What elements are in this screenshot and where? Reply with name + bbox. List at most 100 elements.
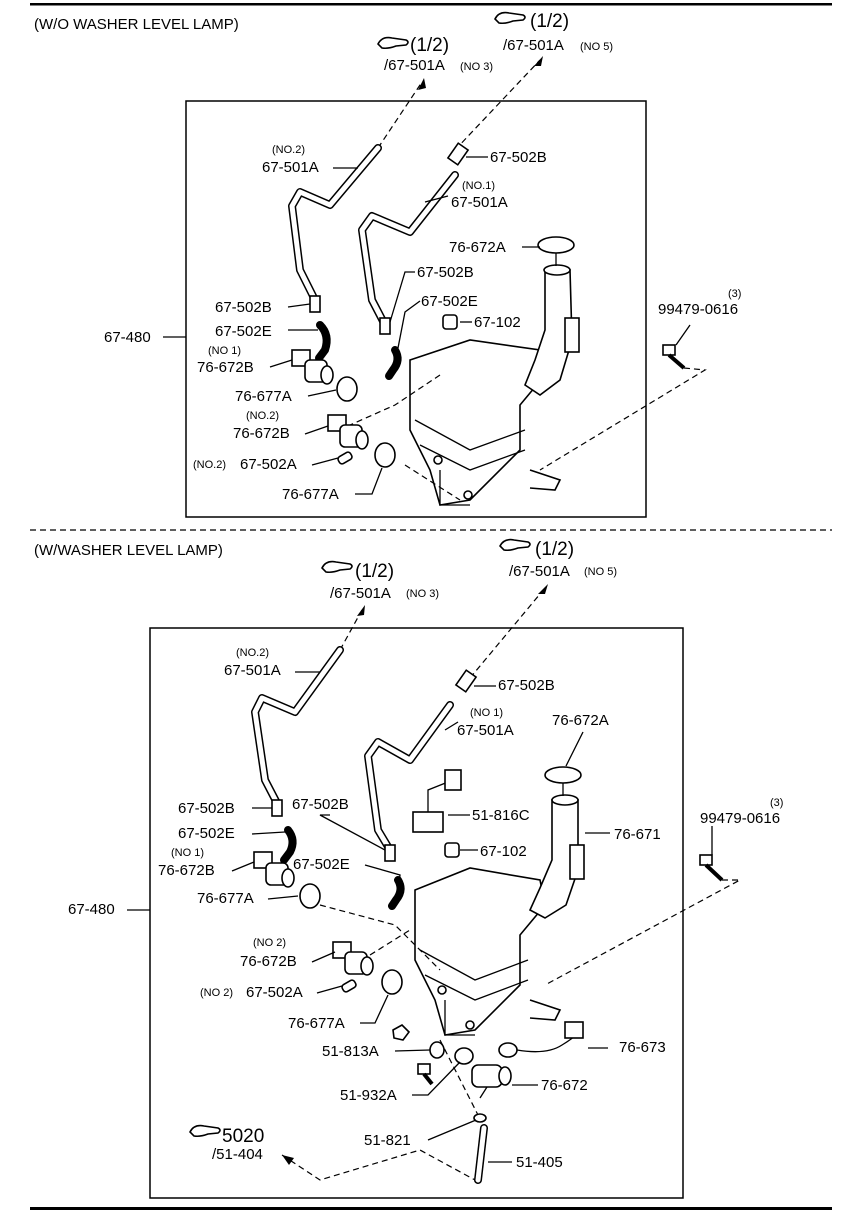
label-bolt-qty: (3) [770, 797, 783, 809]
nut-icon [392, 1024, 411, 1041]
pump-motor-no1 [291, 349, 334, 385]
label-no1-b: (NO 1) [171, 847, 204, 859]
filler-cap [544, 766, 582, 784]
label-joint-mid: 67-502B [417, 264, 474, 281]
label-elbow-mid: 67-502E [293, 856, 350, 873]
arrow-icon [357, 605, 365, 616]
label-code: /67-501A [509, 563, 570, 580]
label-nut: 51-813A [322, 1043, 379, 1060]
label-sensor: 76-673 [619, 1039, 666, 1056]
label-no2-b: (NO.2) [246, 410, 279, 422]
washer-pump [471, 1064, 512, 1099]
label-motor-no1: 76-672B [158, 862, 215, 879]
label-no2-a: (NO.2) [236, 647, 269, 659]
label-joint-top: 67-502B [490, 149, 547, 166]
grommet-icon [444, 842, 460, 858]
label-joint-top: 67-502B [498, 677, 555, 694]
label-motor-no2: 76-672B [233, 425, 290, 442]
label-grommet-no2: 76-677A [288, 1015, 345, 1032]
label-note: (NO 3) [460, 61, 493, 73]
label-no1-a: (NO 1) [470, 707, 503, 719]
label-grommet-no2: 76-677A [282, 486, 339, 503]
joint-mid [384, 844, 396, 862]
pointing-hand-icon [189, 1124, 221, 1138]
label-grommet: 67-102 [474, 314, 521, 331]
bottom-rule [30, 1207, 832, 1210]
label-no2-c: (NO 2) [200, 987, 233, 999]
label-cap: 76-672A [449, 239, 506, 256]
section-with-level-lamp: (W/WASHER LEVEL LAMP) (1/2) /67-501A (NO… [34, 538, 783, 1199]
label-cap: 76-672A [552, 712, 609, 729]
arrow-icon [418, 78, 426, 90]
joint-no2 [341, 979, 357, 993]
label-joint-no2: 67-502A [246, 984, 303, 1001]
bolt-icon [417, 1063, 434, 1086]
label-pump: 76-672 [541, 1077, 588, 1094]
label-hose-no2: 67-501A [224, 662, 281, 679]
label-bolt: 99479-0616 [700, 810, 780, 827]
grommet-no1 [299, 883, 321, 909]
grommet-no1 [336, 376, 358, 402]
label-bolt: 99479-0616 [658, 301, 738, 318]
label-hose-no1: 67-501A [457, 722, 514, 739]
bolt-icon [662, 344, 686, 370]
page-reference-no3[interactable]: (1/2) /67-501A (NO 3) [377, 35, 493, 74]
label-page: (1/2) [535, 539, 574, 560]
section-title: (W/O WASHER LEVEL LAMP) [34, 16, 239, 33]
joint-left [271, 799, 283, 817]
pump-motor-no1 [253, 851, 295, 888]
joint-left [309, 295, 321, 313]
label-switch: 51-816C [472, 807, 530, 824]
washer-tank [414, 867, 562, 1036]
label-no2-a: (NO.2) [272, 144, 305, 156]
page-reference-no5[interactable]: (1/2) /67-501A (NO 5) [499, 538, 617, 580]
clamp-icon [473, 1113, 487, 1123]
label-code: /67-501A [503, 37, 564, 54]
top-rule [30, 3, 832, 6]
label-grommet: 67-102 [480, 843, 527, 860]
label-no2-c: (NO.2) [193, 459, 226, 471]
label-grommet-no1: 76-677A [197, 890, 254, 907]
label-page: 5020 [222, 1126, 264, 1147]
page-reference-no3[interactable]: (1/2) /67-501A (NO 3) [321, 560, 439, 602]
pointing-hand-icon [494, 11, 526, 25]
label-page: (1/2) [530, 11, 569, 32]
section-without-level-lamp: (W/O WASHER LEVEL LAMP) (1/2) /67-501A (… [34, 11, 741, 518]
page-reference-5020[interactable]: 5020 /51-404 [189, 1124, 264, 1163]
label-page: (1/2) [355, 561, 394, 582]
washer-tank [409, 339, 562, 506]
pointing-hand-icon [321, 560, 353, 574]
label-code: /51-404 [212, 1146, 263, 1163]
label-page: (1/2) [410, 35, 449, 56]
filler-neck [524, 269, 573, 396]
frame [149, 627, 684, 1199]
label-tank: 67-480 [68, 901, 115, 918]
label-grommet-no1: 76-677A [235, 388, 292, 405]
page-reference-no5[interactable]: (1/2) /67-501A (NO 5) [494, 11, 613, 54]
arrow-icon [534, 56, 543, 66]
label-joint-left: 67-502B [215, 299, 272, 316]
label-motor-no2: 76-672B [240, 953, 297, 970]
level-sensor [498, 1021, 584, 1058]
label-hose-no2: 67-501A [262, 159, 319, 176]
label-note: (NO 5) [584, 566, 617, 578]
label-joint-mid: 67-502B [292, 796, 349, 813]
arrow-icon [282, 1155, 294, 1165]
label-elbow-mid: 67-502E [421, 293, 478, 310]
label-pipe: 76-671 [614, 826, 661, 843]
joint-no2 [337, 451, 353, 465]
level-switch [412, 769, 462, 833]
joint-top [446, 142, 470, 166]
label-note: (NO 5) [580, 41, 613, 53]
label-clip-bolt: 51-932A [340, 1087, 397, 1104]
label-code: /67-501A [330, 585, 391, 602]
pointing-hand-icon [499, 538, 531, 552]
filler-cap [537, 236, 575, 254]
label-motor-no1: 76-672B [197, 359, 254, 376]
joint-mid [379, 317, 391, 335]
pump-motor-no2 [327, 414, 369, 450]
clip-icon [454, 1047, 474, 1065]
label-elbow-left: 67-502E [215, 323, 272, 340]
pointing-hand-icon [377, 36, 409, 50]
